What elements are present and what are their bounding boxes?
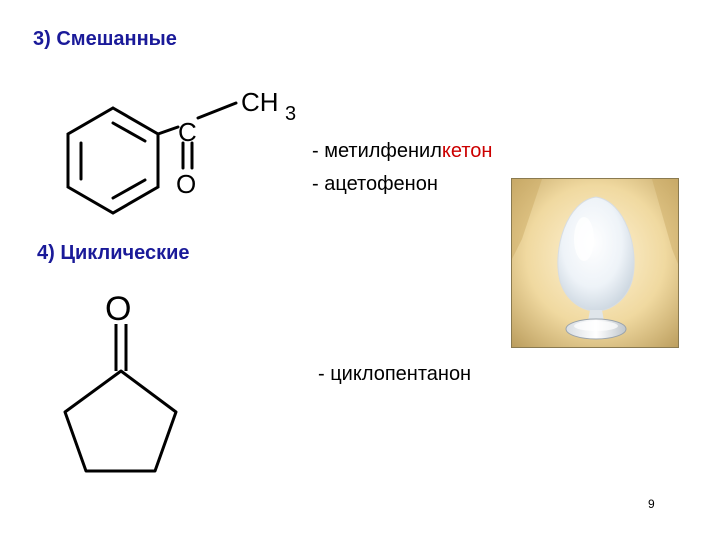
oxygen-atom-label: O — [176, 169, 196, 199]
methyl-subscript: 3 — [285, 103, 296, 125]
cyclic-oxygen-label: O — [105, 290, 131, 328]
compound-name-acetophenone: - ацетофенон — [312, 173, 438, 195]
compound-name-methylphenylketone: - метилфенилкетон — [312, 140, 492, 163]
ring-to-carbonyl-bond — [156, 125, 180, 136]
benzene-inner-bond-3 — [111, 121, 147, 143]
acetophenone-structure — [66, 101, 238, 215]
benzene-inner-bond-2 — [111, 178, 147, 200]
photo-illustration — [512, 179, 678, 347]
cyclopentane-ring — [63, 369, 178, 473]
heading-mixed: 3) Смешанные — [33, 28, 177, 50]
ketone-highlight: кетон — [441, 140, 493, 162]
compound-name-cyclopentanone: - циклопентанон — [318, 363, 472, 385]
carbon-atom-label: C — [178, 117, 197, 147]
heading-cyclic: 4) Циклические — [37, 242, 190, 264]
cyclopentanone-structure — [63, 324, 178, 473]
methyl-group-label: CH — [241, 87, 279, 117]
acetophenone-photo — [511, 178, 679, 348]
carbonyl-to-methyl-bond — [196, 101, 238, 120]
page-number: 9 — [648, 497, 655, 511]
name-prefix: - метилфенил — [312, 140, 442, 162]
